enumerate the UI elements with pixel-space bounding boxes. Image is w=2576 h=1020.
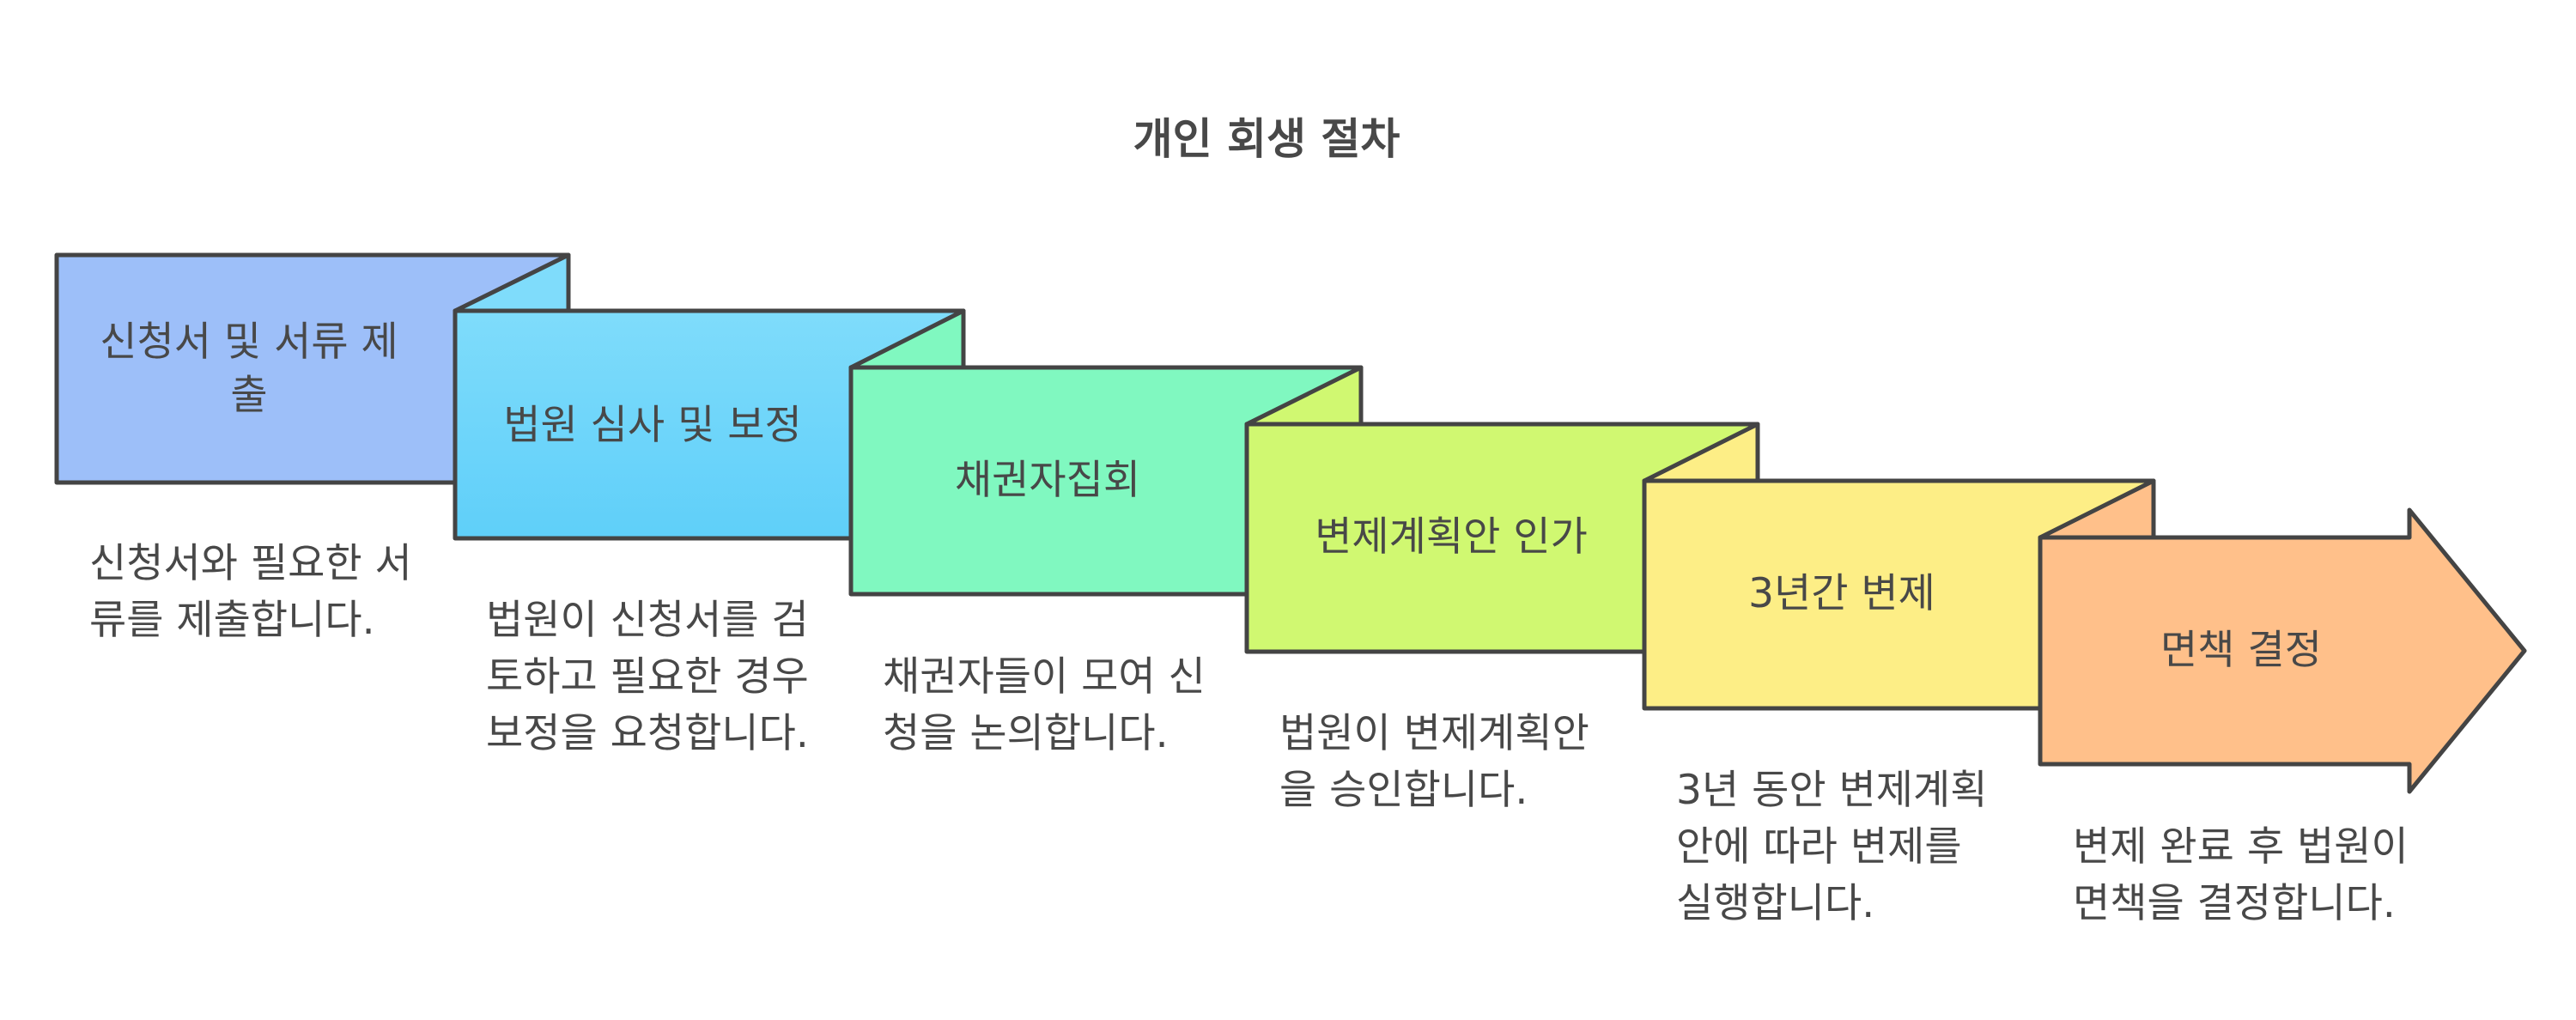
step-1-description: 신청서와 필요한 서류를 제출합니다. — [89, 540, 412, 644]
step-6-fold — [2038, 478, 2156, 540]
step-6-description: 변제 완료 후 법원이 면책을 결정합니다. — [2073, 823, 2409, 927]
step-6-label: 면책 결정 — [2160, 627, 2322, 674]
step-4-fold — [1244, 365, 1364, 427]
step-3-label: 채권자집회 — [954, 457, 1141, 504]
step-3-fold — [848, 308, 966, 370]
step-4-label: 변제계획안 인가 — [1315, 513, 1588, 561]
step-6-shape — [2038, 507, 2527, 794]
step-3-description: 채권자들이 모여 신청을 논의합니다. — [883, 653, 1206, 757]
step-5-fold — [1642, 422, 1760, 483]
diagram-title: 개인 회생 절차 — [1133, 114, 1400, 164]
step-2-description: 법원이 신청서를 검토하고 필요한 경우 보정을 요청합니다. — [486, 597, 809, 757]
step-4-description: 법원이 변제계획안을 승인합니다. — [1279, 710, 1589, 814]
step-5-label: 3년간 변제 — [1748, 570, 1935, 617]
step-2-fold — [453, 252, 571, 313]
step-1-label: 신청서 및 서류 제출 — [100, 319, 398, 419]
step-2-label: 법원 심사 및 보정 — [503, 402, 802, 449]
step-5-description: 3년 동안 변제계획안에 따라 변제를 실행합니다. — [1676, 767, 1988, 927]
